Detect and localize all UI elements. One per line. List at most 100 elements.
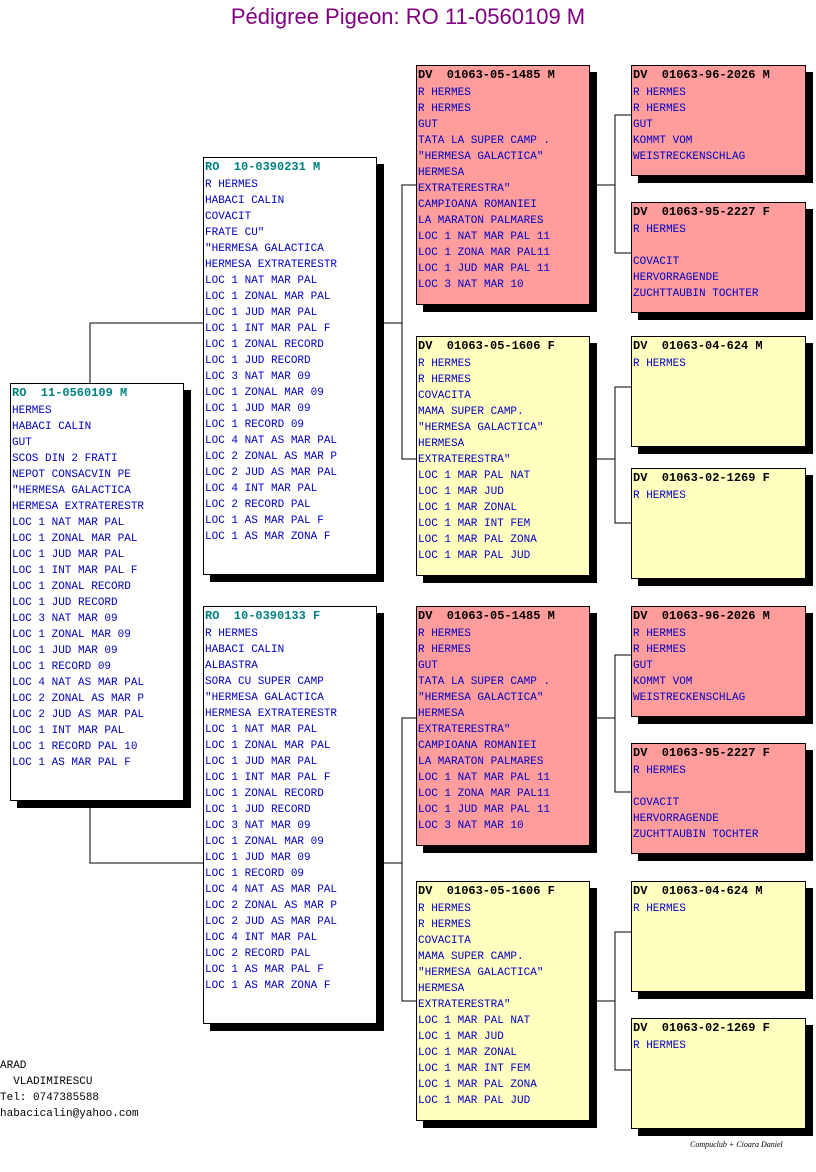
text-line: Tel: 0747385588	[0, 1092, 100, 1104]
subject-id: RO 11-0560109 M	[12, 386, 128, 400]
text-line: MAMA SUPER CAMP.	[418, 951, 524, 963]
text-line	[633, 238, 805, 254]
ss-sire-id: DV 01063-96-2026 M	[633, 68, 770, 82]
connector-sire-sire	[383, 184, 416, 324]
text-line: HERMESA	[418, 983, 465, 995]
text-line: HERMESA	[418, 708, 465, 720]
text-line: LA MARATON PALMARES	[418, 756, 544, 768]
text-line: CAMPIOANA ROMANIEI	[418, 199, 537, 211]
text-line: COVACIT	[633, 256, 680, 268]
sd-dam-id: DV 01063-02-1269 F	[633, 471, 770, 485]
text-line: LOC 2 RECORD PAL	[205, 499, 311, 511]
text-line: LOC 1 JUD MAR PAL	[205, 307, 318, 319]
text-line: LOC 4 INT MAR PAL	[205, 483, 318, 495]
text-line: LOC 1 NAT MAR PAL 11	[418, 231, 551, 243]
text-line: LOC 1 ZONAL RECORD	[205, 339, 324, 351]
text-line: LOC 1 AS MAR PAL F	[12, 757, 131, 769]
text-line: R HERMES	[418, 374, 471, 386]
text-line: LA MARATON PALMARES	[418, 215, 544, 227]
text-line: LOC 1 MAR ZONAL	[418, 1047, 518, 1059]
text-line: "HERMESA GALACTICA	[205, 692, 324, 704]
connector-sd-sire	[596, 386, 631, 460]
text-line: COVACIT	[633, 797, 680, 809]
dam-id: RO 10-0390133 F	[205, 609, 321, 623]
text-line: R HERMES	[633, 87, 686, 99]
ds-sire-id: DV 01063-96-2026 M	[633, 609, 770, 623]
text-line: R HERMES	[633, 765, 686, 777]
text-line: TATA LA SUPER CAMP .	[418, 135, 551, 147]
ds-dam-id: DV 01063-95-2227 F	[633, 746, 770, 760]
text-line: LOC 2 JUD AS MAR PAL	[12, 709, 145, 721]
sd-dam-card: DV 01063-02-1269 F R HERMES	[631, 468, 806, 579]
dd-sire-id: DV 01063-04-624 M	[633, 884, 763, 898]
text-line: LOC 1 ZONAL MAR PAL	[12, 533, 138, 545]
text-line: EXTRATERESTRA"	[418, 183, 511, 195]
text-line: LOC 1 JUD MAR PAL 11	[418, 263, 551, 275]
text-line: LOC 1 MAR INT FEM	[418, 518, 531, 530]
text-line: R HERMES	[633, 903, 686, 915]
text-line: LOC 2 ZONAL AS MAR P	[205, 451, 338, 463]
text-line: LOC 1 MAR ZONAL	[418, 502, 518, 514]
text-line: R HERMES	[633, 490, 686, 502]
connector-sd-dam	[614, 459, 631, 524]
text-line: HERMES	[12, 405, 52, 417]
text-line: R HERMES	[418, 103, 471, 115]
text-line: KOMMT VOM	[633, 676, 693, 688]
text-line: LOC 1 MAR PAL NAT	[418, 470, 531, 482]
connector-dam-dam	[401, 863, 416, 1002]
text-line: SORA CU SUPER CAMP	[205, 676, 324, 688]
connector-subject-sire	[89, 322, 203, 384]
text-line: R HERMES	[633, 1040, 686, 1052]
dam-dam-id: DV 01063-05-1606 F	[418, 884, 555, 898]
text-line: R HERMES	[633, 644, 686, 656]
text-line: VLADIMIRESCU	[0, 1076, 93, 1088]
text-line: LOC 2 RECORD PAL	[205, 948, 311, 960]
connector-ss-sire	[596, 114, 631, 186]
page-title: Pédigree Pigeon: RO 11-0560109 M	[230, 4, 586, 29]
text-line: LOC 1 MAR PAL JUD	[418, 550, 531, 562]
text-line: LOC 1 ZONAL MAR PAL	[205, 291, 331, 303]
text-line: LOC 1 AS MAR PAL F	[205, 964, 324, 976]
text-line: WEISTRECKENSCHLAG	[633, 151, 746, 163]
text-line: "HERMESA GALACTICA"	[418, 692, 544, 704]
text-line: LOC 1 JUD MAR PAL 11	[418, 804, 551, 816]
text-line: LOC 3 NAT MAR 10	[418, 279, 524, 291]
text-line: HERVORRAGENDE	[633, 272, 719, 284]
connector-dd-sire	[596, 931, 631, 1002]
text-line: R HERMES	[418, 903, 471, 915]
text-line: "HERMESA GALACTICA"	[418, 151, 544, 163]
text-line: LOC 1 JUD MAR PAL	[12, 549, 125, 561]
text-line: LOC 1 ZONAL MAR 09	[12, 629, 131, 641]
text-line: TATA LA SUPER CAMP .	[418, 676, 551, 688]
text-line: LOC 1 NAT MAR PAL 11	[418, 772, 551, 784]
text-line: FRATE CU"	[205, 227, 265, 239]
connector-ss-dam	[614, 185, 631, 254]
text-line: LOC 1 ZONAL RECORD	[12, 581, 131, 593]
text-line: LOC 1 JUD MAR PAL	[205, 756, 318, 768]
text-line: LOC 1 MAR JUD	[418, 486, 504, 498]
text-line: LOC 1 JUD MAR 09	[205, 852, 311, 864]
text-line: LOC 1 JUD MAR 09	[205, 403, 311, 415]
text-line: LOC 2 JUD AS MAR PAL	[205, 916, 338, 928]
text-line: GUT	[633, 119, 653, 131]
text-line: LOC 1 MAR JUD	[418, 1031, 504, 1043]
text-line: LOC 1 JUD RECORD	[205, 804, 311, 816]
text-line: LOC 1 RECORD PAL 10	[12, 741, 138, 753]
dd-sire-card: DV 01063-04-624 M R HERMES	[631, 881, 806, 992]
dd-sire-lines: R HERMES	[632, 901, 805, 917]
text-line: R HERMES	[633, 103, 686, 115]
text-line: LOC 3 NAT MAR 09	[205, 371, 311, 383]
text-line: SCOS DIN 2 FRATI	[12, 453, 118, 465]
text-line: LOC 1 RECORD 09	[205, 419, 305, 431]
